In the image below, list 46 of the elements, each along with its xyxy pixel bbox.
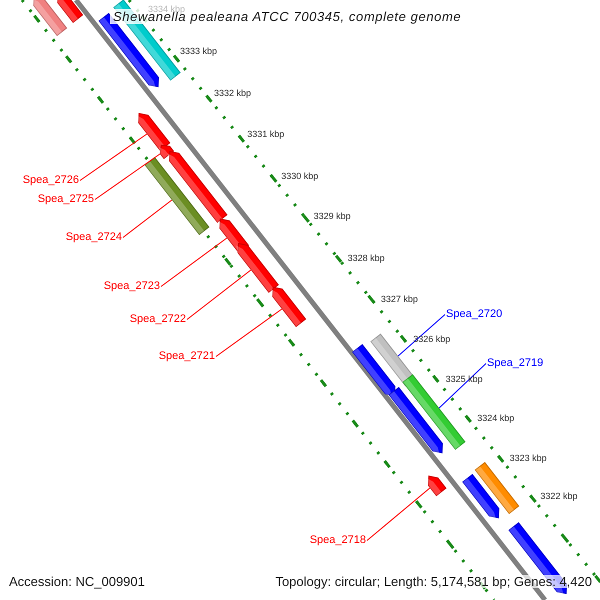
leader-line xyxy=(122,200,172,238)
gene-label: Spea_2726 xyxy=(22,175,79,186)
gene-feature xyxy=(426,476,447,496)
leader-line xyxy=(80,134,148,181)
gene-label: Spea_2720 xyxy=(446,309,502,320)
leader-line xyxy=(366,488,430,541)
gene-label: Spea_2718 xyxy=(310,535,366,546)
gene-feature xyxy=(402,374,466,450)
scale-label: 3331 kbp xyxy=(247,130,284,139)
gene-feature xyxy=(56,0,84,23)
scale-label: 3322 kbp xyxy=(540,492,578,501)
gene-label: Spea_2719 xyxy=(487,358,544,369)
gene-label: Spea_2722 xyxy=(130,314,186,325)
scale-label: 3327 kbp xyxy=(380,295,418,304)
leader-line xyxy=(216,308,282,357)
gene-label: Spea_2723 xyxy=(104,281,160,292)
scale-label: 3323 kbp xyxy=(510,454,547,463)
scale-label: 3333 kbp xyxy=(180,47,218,56)
leader-line xyxy=(398,314,446,356)
leader-line xyxy=(160,238,228,287)
gene-feature xyxy=(32,0,68,36)
gene-feature xyxy=(462,474,500,520)
gene-feature xyxy=(270,286,306,328)
gene-feature xyxy=(136,112,170,151)
scale-label: 3329 kbp xyxy=(314,212,351,221)
gene-feature xyxy=(388,386,443,455)
gene-label: Spea_2725 xyxy=(38,194,94,205)
scale-label: 3334 kbp xyxy=(148,5,186,14)
gene-feature xyxy=(236,242,279,293)
gene-feature xyxy=(168,150,228,223)
scale-label: 3330 kbp xyxy=(281,172,318,181)
gene-feature xyxy=(352,344,396,398)
gene-label: Spea_2721 xyxy=(158,351,215,362)
leader-line xyxy=(94,154,160,200)
gene-feature xyxy=(474,462,520,514)
scale-label: 3324 kbp xyxy=(477,414,514,423)
leader-line xyxy=(438,363,486,408)
info-text: Accession: NC_009901 xyxy=(9,575,145,588)
leader-line xyxy=(186,270,252,320)
info-text: Topology: circular; Length: 5,174,581 bp; Genes: 4,420 xyxy=(275,575,592,588)
scale-label: 3332 kbp xyxy=(214,89,252,98)
scale-label: 3325 kbp xyxy=(446,375,483,384)
gene-label: Spea_2724 xyxy=(66,232,122,243)
gene-feature xyxy=(144,156,210,236)
scale-label: 3328 kbp xyxy=(348,254,385,263)
gene-feature xyxy=(158,144,174,160)
